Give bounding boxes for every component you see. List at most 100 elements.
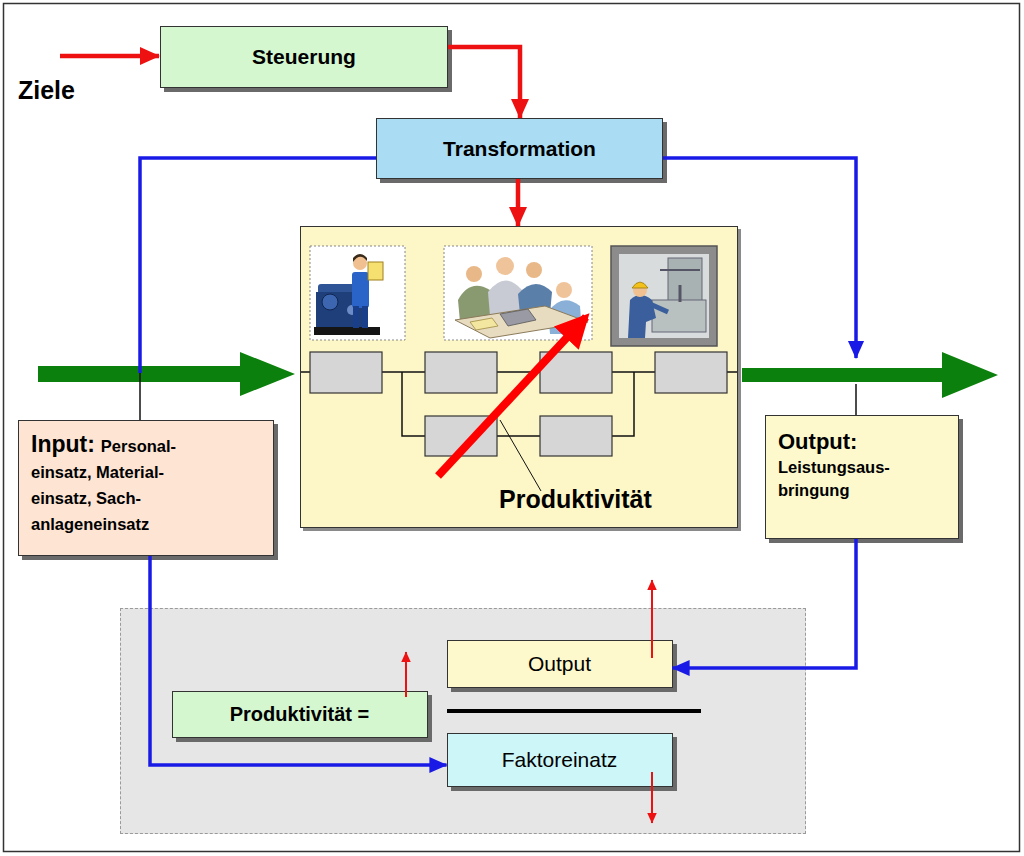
person-head [526,262,542,278]
formula-panel: Produktivität = OutputFaktoreinatz [120,608,806,834]
connector-line [150,556,447,765]
operator-arm [650,304,668,312]
outer-frame [4,4,1020,852]
fraction-bar [447,709,701,713]
person-head [496,257,514,275]
chain-wire [497,435,540,437]
input-heading: Input: [31,431,95,457]
worker-clipart [310,246,405,340]
control-box: Steuerung [160,26,448,88]
connector [448,47,520,118]
connector-layer [140,47,856,765]
machine-arm [660,269,700,271]
connector [663,158,856,415]
chain-wire [612,371,655,373]
transformation-box: Transformation [376,118,663,179]
process-step [540,416,612,456]
process-step [310,352,382,393]
denominator-label: Faktoreinatz [502,748,618,772]
connector-tail [855,384,857,415]
paper-sheet [368,262,383,280]
laptop [500,309,536,326]
chain-wire [382,371,425,373]
connector-line [448,47,520,118]
connector-line [516,179,521,226]
output-heading: Output: [778,428,938,456]
machine-roller [347,305,357,315]
operator-head [633,283,647,297]
output-flow-arrow [742,352,998,398]
worker-head [353,256,367,270]
operator-clipart [611,246,717,346]
leader-line [500,420,541,491]
connector-line [663,158,856,358]
operator-body [628,295,656,338]
connector [140,158,376,420]
increase-arrow [405,652,407,697]
output-body: Leistungsaus- bringung [778,456,938,502]
chain-wire [301,371,310,373]
machine-roller [322,294,338,310]
control-label: Steuerung [252,45,356,69]
image-frame [310,246,405,340]
formula-label: Produktivität = [172,691,428,738]
image-backdrop [619,254,709,338]
meeting-clipart [444,246,592,340]
decrease-arrow [651,772,653,823]
worker-arm [367,276,376,278]
chain-wire [727,371,737,373]
goal-arrow [60,54,159,59]
connector-tail [139,373,141,420]
worker-hair [353,254,367,262]
process-step [425,352,497,393]
input-flow-arrow [38,352,295,396]
transformation-label: Transformation [443,137,596,161]
productivity-label: Produktivität [499,485,652,514]
person-body [458,286,492,322]
formula-label-text: Produktivität = [230,703,369,726]
machine-part [318,284,366,294]
numerator-box: Output [447,640,673,688]
person-head [466,266,482,282]
person-body [548,300,582,334]
goal-label: Ziele [18,76,75,105]
connector [673,539,857,668]
increase-arrow [651,580,653,658]
machine-spindle [679,285,682,302]
image-frame [444,246,592,340]
process-step [425,416,497,456]
connector-line [140,158,376,373]
worker-leg [362,306,368,328]
chain-wire [402,372,425,436]
denominator-box: Faktoreinatz [447,733,673,787]
worker-body [352,272,369,308]
chain-wire [497,371,540,373]
person-head [556,282,572,298]
image-frame [611,246,717,346]
meeting-table [455,306,588,338]
machine-table [652,300,706,332]
machine-base [314,327,380,335]
worker-leg [353,306,359,328]
process-step [655,352,727,393]
connector [518,179,519,226]
connector [150,556,447,765]
process-chain [301,352,737,456]
hard-hat [632,282,648,288]
numerator-label: Output [528,652,591,676]
machine-column [668,258,702,302]
chain-wire [612,372,634,436]
productivity-arrow [438,317,586,476]
paper-sheet [470,318,498,330]
output-box: Output:Leistungsaus- bringung [765,415,959,539]
process-area: Produktivität [300,226,738,528]
person-body [518,284,552,314]
connector-line [673,539,857,668]
machine-body [316,292,368,330]
person-body [488,280,522,316]
process-step [540,352,612,393]
input-box: Input:Personal- einsatz, Material- einsa… [18,420,274,556]
